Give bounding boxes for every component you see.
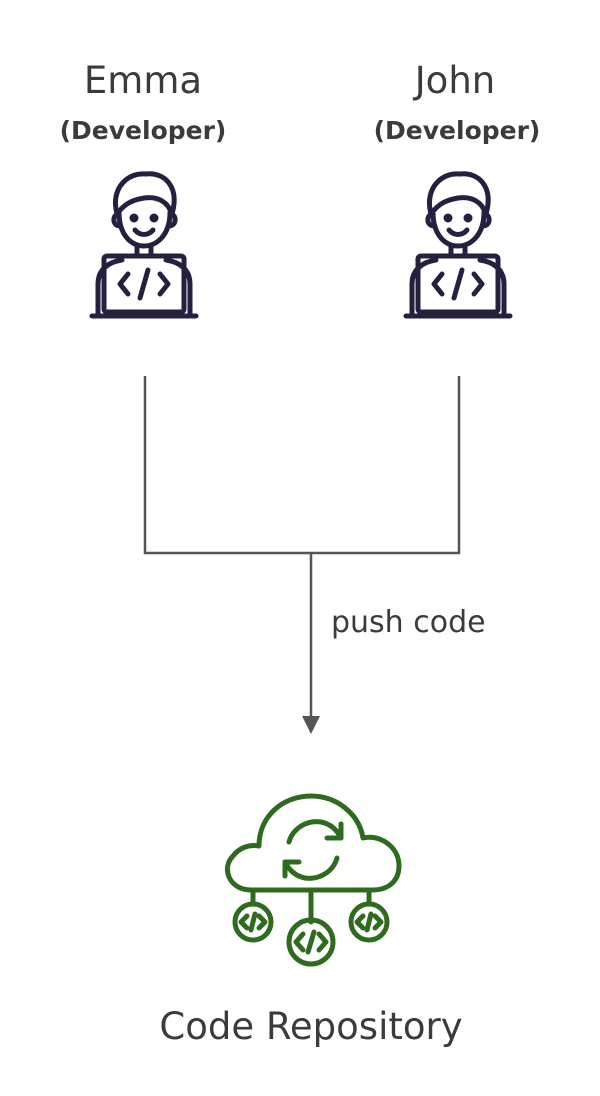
- developer-laptop-icon: [89, 171, 199, 319]
- developer-role-emma: (Developer): [59, 116, 227, 145]
- arrowhead-icon: [302, 716, 320, 734]
- developer-name-emma: Emma: [83, 59, 203, 102]
- code-repository-label: Code Repository: [159, 1005, 463, 1048]
- developer-name-john: John: [414, 59, 496, 102]
- developer-role-john: (Developer): [373, 116, 541, 145]
- push-code-label: push code: [331, 605, 486, 640]
- developer-laptop-icon: [403, 171, 513, 319]
- code-repository-cloud-icon: [225, 793, 402, 967]
